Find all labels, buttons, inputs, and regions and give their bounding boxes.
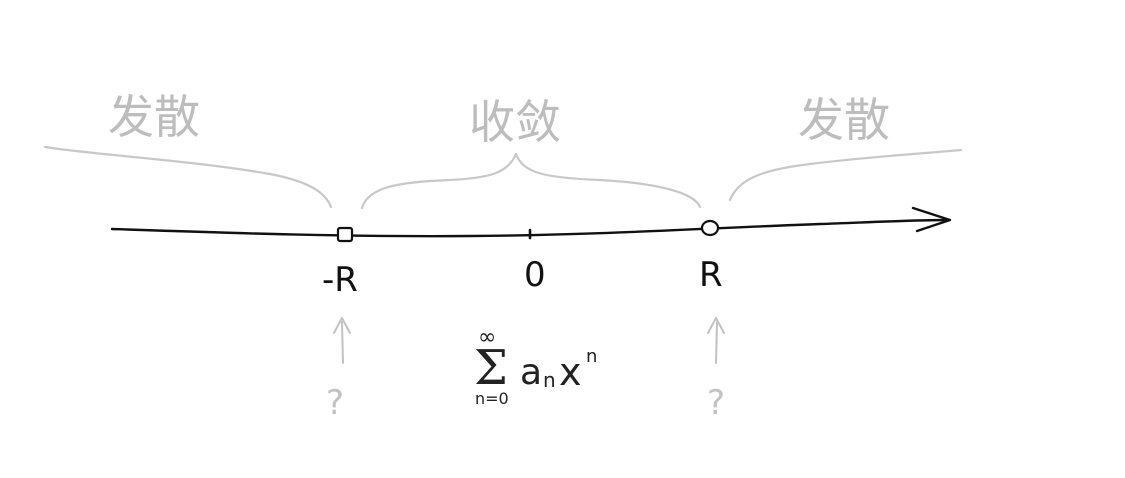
series-lower-limit: n=0 bbox=[475, 389, 509, 408]
series-upper-limit: ∞ bbox=[478, 325, 496, 350]
left-endpoint-marker bbox=[336, 226, 354, 243]
series-coefficient: a bbox=[520, 352, 542, 393]
left-endpoint-question-mark: ? bbox=[326, 383, 344, 423]
right-endpoint-question-mark: ? bbox=[707, 383, 725, 423]
series-variable: x bbox=[559, 350, 582, 394]
origin-label: 0 bbox=[524, 255, 546, 295]
right-divergent-brace bbox=[728, 148, 963, 202]
power-series-expression: ∞ Σ n=0 a n x n bbox=[474, 325, 597, 408]
right-divergent-label: 发散 bbox=[798, 93, 890, 147]
series-exponent: n bbox=[586, 346, 597, 367]
right-endpoint-marker bbox=[700, 219, 720, 237]
middle-convergent-label: 收敛 bbox=[469, 95, 561, 149]
right-endpoint-arrow bbox=[707, 317, 725, 364]
positive-radius-label: R bbox=[699, 255, 723, 295]
convergent-brace bbox=[360, 152, 702, 210]
series-coefficient-subscript: n bbox=[543, 368, 556, 392]
number-line-arrowhead bbox=[911, 206, 952, 233]
left-divergent-label: 发散 bbox=[108, 90, 200, 144]
left-divergent-brace bbox=[43, 145, 333, 209]
series-sigma: Σ bbox=[474, 340, 508, 396]
left-endpoint-arrow bbox=[333, 317, 351, 364]
negative-radius-label: -R bbox=[322, 260, 358, 300]
number-line bbox=[110, 218, 950, 238]
